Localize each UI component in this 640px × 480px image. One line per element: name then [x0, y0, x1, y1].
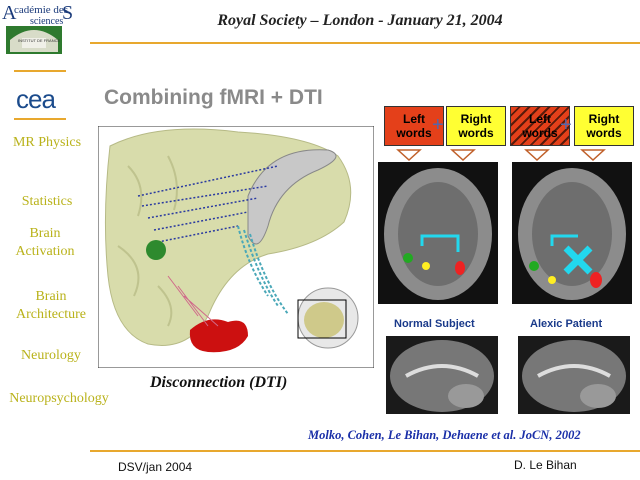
academie-logo: A cadémie des S sciences INSTITUT DE FRA…	[0, 0, 78, 62]
sidebar-item-mr-physics[interactable]: MR Physics	[12, 135, 82, 150]
academie-emblem-icon	[0, 0, 78, 62]
dti-brain-figure	[97, 125, 375, 369]
sidebar-item-neurology[interactable]: Neurology	[21, 348, 81, 363]
normal-subject-label: Normal Subject	[394, 318, 475, 330]
eye-icon-2	[450, 149, 476, 162]
cea-logo: cea	[16, 84, 56, 114]
footer-right-text: D. Le Bihan	[514, 458, 577, 472]
left-words-box-normal: Left words	[384, 106, 444, 146]
header-rule	[90, 42, 640, 44]
plus-icon-patient: +	[560, 114, 572, 136]
page-header-title: Royal Society – London - January 21, 200…	[217, 12, 503, 29]
plus-icon-normal: +	[432, 114, 444, 136]
slide-title: Combining fMRI + DTI	[104, 86, 323, 109]
right-words-box-patient: Right words	[574, 106, 634, 146]
sidebar-item-neuropsychology[interactable]: Neuropsychology	[9, 391, 109, 406]
dti-brain-image	[97, 125, 375, 369]
sidebar-rule-bottom	[14, 118, 66, 120]
sidebar-item-brain-architecture[interactable]: Brain Architecture	[16, 289, 86, 322]
fmri-alexic-patient-image	[512, 162, 632, 304]
eye-icon-4	[580, 149, 606, 162]
logo-institut: INSTITUT DE FRANCE	[18, 38, 61, 43]
fmri-normal-subject-image	[378, 162, 498, 304]
logo-letter-s: S	[62, 2, 74, 24]
sidebar-item-brain-activation[interactable]: Brain Activation	[15, 226, 75, 259]
footer-rule	[90, 450, 640, 452]
eye-icon-1	[396, 149, 422, 162]
sidebar-item-statistics[interactable]: Statistics	[21, 194, 73, 209]
right-words-box-normal: Right words	[446, 106, 506, 146]
logo-sciences: sciences	[30, 16, 64, 27]
eye-icon-3	[524, 149, 550, 162]
logo-academie: cadémie des	[14, 4, 69, 16]
citation-reference: Molko, Cohen, Le Bihan, Dehaene et al. J…	[308, 428, 581, 442]
left-words-box-patient: Left words	[510, 106, 570, 146]
figure-caption: Disconnection (DTI)	[150, 374, 288, 391]
logo-letter-a: A	[2, 2, 17, 24]
sagittal-patient-image	[518, 336, 630, 414]
sagittal-normal-image	[386, 336, 498, 414]
alexic-patient-label: Alexic Patient	[530, 318, 603, 330]
footer-left-text: DSV/jan 2004	[118, 460, 193, 474]
sidebar-rule-top	[14, 70, 66, 72]
visual-field-icons	[396, 149, 606, 162]
